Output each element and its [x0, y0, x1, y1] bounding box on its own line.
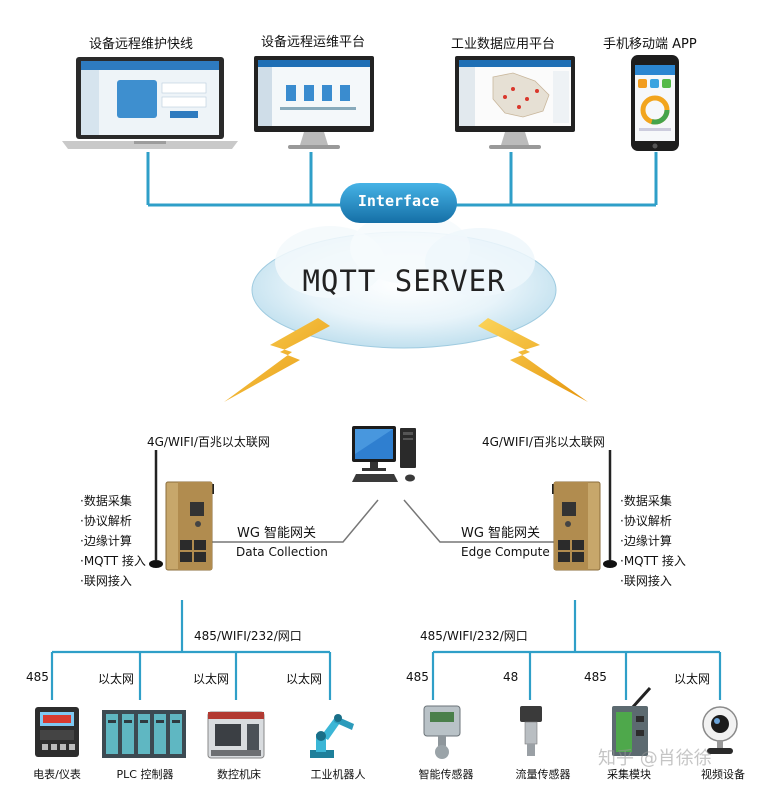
cnc-machine-icon: [207, 711, 265, 759]
right-network-label: 4G/WIFI/百兆以太联网: [482, 435, 605, 449]
right-gateway-link: [403, 499, 558, 543]
right-lightning-bolt: [478, 318, 588, 402]
device-title-mobile-app: 手机移动端 APP: [603, 37, 697, 52]
mqtt-server-label: MQTT SERVER: [302, 264, 506, 298]
left-bus-label: 485/WIFI/232/网口: [194, 629, 302, 643]
device-name-smart-sensor: 智能传感器: [418, 768, 474, 781]
right-branch-label: 48: [503, 670, 519, 684]
right-feature-item: ·联网接入: [620, 574, 672, 588]
right-bus-label: 485/WIFI/232/网口: [420, 629, 528, 643]
left-feature-item: ·联网接入: [80, 574, 132, 588]
device-title-remote-ops: 设备远程运维平台: [261, 35, 366, 50]
right-branch-label: 485: [406, 670, 429, 684]
watermark: 知乎 @肖徐徐: [598, 748, 712, 769]
mobile-phone-icon: [631, 55, 679, 151]
device-name-flow-sensor: 流量传感器: [515, 768, 571, 781]
left-feature-item: ·MQTT 接入: [80, 554, 146, 568]
laptop-icon: [62, 57, 238, 149]
device-name-robot: 工业机器人: [310, 768, 366, 781]
monitor-data-platform-icon: [455, 56, 575, 149]
interface-badge: [340, 183, 457, 223]
left-gateway-title: WG 智能网关: [237, 526, 317, 541]
left-lightning-bolt: [224, 318, 330, 402]
monitor-ops-icon: [254, 56, 374, 149]
device-name-acquisition-module: 采集模块: [607, 768, 651, 781]
right-feature-list: ·数据采集 ·协议解析 ·边缘计算 ·MQTT 接入 ·联网接入: [620, 491, 686, 591]
mqtt-cloud: [251, 212, 557, 349]
device-name-meter: 电表/仪表: [33, 768, 81, 781]
acquisition-module-icon: [612, 686, 652, 756]
right-branch-label: 以太网: [674, 672, 711, 686]
right-feature-item: ·MQTT 接入: [620, 554, 686, 568]
left-branch-label: 以太网: [286, 672, 323, 686]
right-gateway-device-icon: [552, 450, 617, 571]
left-branch-label: 以太网: [193, 672, 230, 686]
industrial-robot-icon: [310, 714, 354, 758]
left-branch-label: 485: [26, 670, 49, 684]
right-feature-item: ·数据采集: [620, 494, 672, 508]
left-branch-label: 以太网: [98, 672, 135, 686]
right-gateway-subtitle: Edge Compute: [461, 545, 550, 559]
right-feature-item: ·协议解析: [620, 514, 672, 528]
device-name-cnc: 数控机床: [217, 768, 261, 781]
left-feature-item: ·边缘计算: [80, 534, 132, 548]
plc-controller-icon: [102, 710, 186, 758]
interface-label: Interface: [357, 192, 440, 210]
left-feature-item: ·协议解析: [80, 514, 132, 528]
left-field-bus: [50, 600, 332, 700]
left-gateway-subtitle: Data Collection: [236, 545, 328, 559]
device-title-industrial-data: 工业数据应用平台: [451, 37, 556, 52]
device-name-video: 视频设备: [701, 768, 745, 781]
device-title-remote-maintenance: 设备远程维护快线: [89, 37, 194, 52]
left-network-label: 4G/WIFI/百兆以太联网: [147, 435, 270, 449]
right-branch-label: 485: [584, 670, 607, 684]
right-gateway-title: WG 智能网关: [461, 526, 541, 541]
meter-icon: [35, 707, 79, 757]
right-field-bus: [431, 600, 722, 700]
desktop-computer-icon: [352, 426, 416, 482]
left-feature-list: ·数据采集 ·协议解析 ·边缘计算 ·MQTT 接入 ·联网接入: [80, 491, 146, 591]
smart-sensor-icon: [423, 705, 461, 759]
left-gateway-device-icon: [149, 450, 214, 571]
video-camera-icon: [702, 706, 738, 754]
right-feature-item: ·边缘计算: [620, 534, 672, 548]
device-name-plc: PLC 控制器: [116, 768, 174, 781]
left-gateway-link: [210, 499, 379, 543]
left-feature-item: ·数据采集: [80, 494, 132, 508]
flow-sensor-icon: [520, 706, 542, 756]
